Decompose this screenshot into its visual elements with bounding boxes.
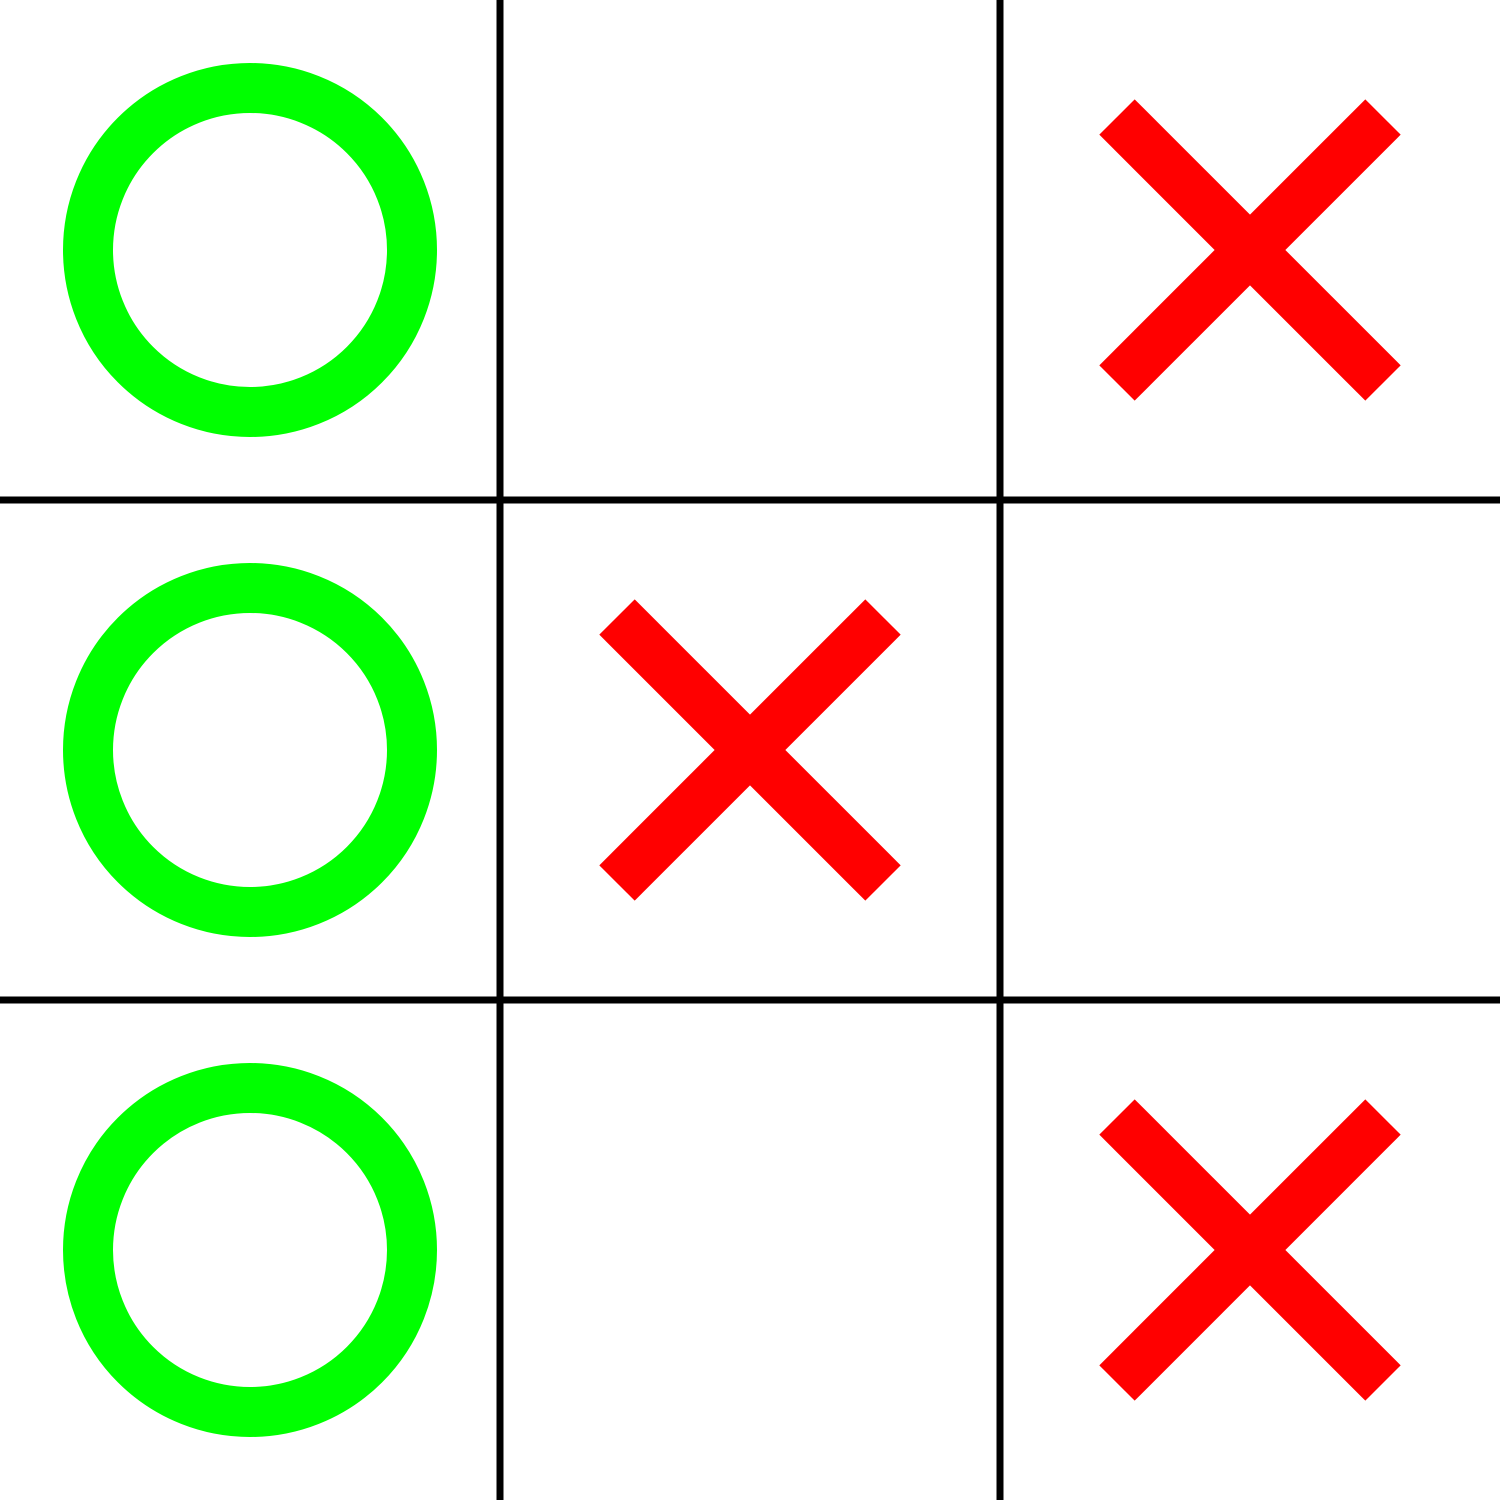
cell-r2-c3[interactable] [1000, 500, 1500, 1000]
circle-icon [63, 1063, 437, 1437]
cell-r3-c1[interactable] [0, 1000, 500, 1500]
cell-background [500, 0, 1000, 500]
circle-icon [63, 563, 437, 937]
cell-r1-c2[interactable] [500, 0, 1000, 500]
cross-icon [599, 599, 901, 901]
cross-icon [1099, 99, 1401, 401]
cross-icon [1099, 1099, 1401, 1401]
cross-stroke [599, 599, 901, 901]
cell-r1-c1[interactable] [0, 0, 500, 500]
cell-r1-c3[interactable] [1000, 0, 1500, 500]
circle-icon [63, 63, 437, 437]
cross-stroke [1099, 1099, 1401, 1401]
cell-r2-c1[interactable] [0, 500, 500, 1000]
cell-r3-c2[interactable] [500, 1000, 1000, 1500]
cell-r3-c3[interactable] [1000, 1000, 1500, 1500]
cross-stroke [1099, 99, 1401, 401]
cell-background [500, 1000, 1000, 1500]
cell-background [1000, 500, 1500, 1000]
cell-r2-c2[interactable] [500, 500, 1000, 1000]
